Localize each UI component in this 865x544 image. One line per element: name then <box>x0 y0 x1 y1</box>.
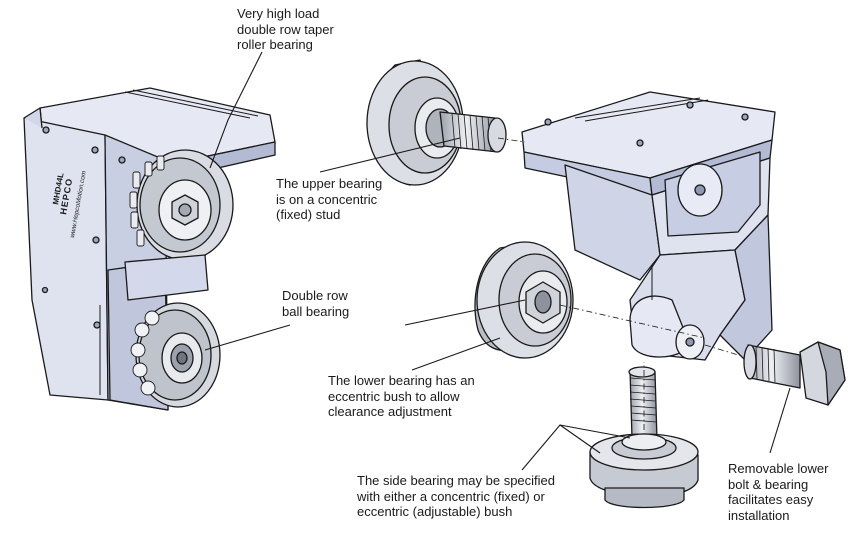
label-upper-bearing: The upper bearing is on a concentric (fi… <box>276 176 383 222</box>
label-double-row-ball-bearing: Double row ball bearing <box>282 288 350 319</box>
double-row-ball-bearing-left <box>130 302 221 408</box>
label-lower-bearing: The lower bearing has an eccentric bush … <box>328 373 475 419</box>
label-side-bearing: The side bearing may be specified with e… <box>357 473 556 519</box>
label-taper-roller-bearing: Very high load double row taper roller b… <box>237 6 334 52</box>
removable-lower-bolt <box>743 341 846 406</box>
left-carriage-assembly: MHD44L HEPCO www.HepcoMotion.com <box>23 87 276 411</box>
assembly-axes <box>497 137 746 430</box>
right-housing-exploded <box>521 91 776 361</box>
left-housing-body <box>23 117 109 401</box>
taper-roller-bearing <box>129 149 234 261</box>
side-bearing <box>589 366 699 509</box>
label-removable-bolt: Removable lower bolt & bearing facilitat… <box>728 461 829 523</box>
leader-lines <box>204 51 791 471</box>
upper-bearing-stud <box>366 59 507 186</box>
